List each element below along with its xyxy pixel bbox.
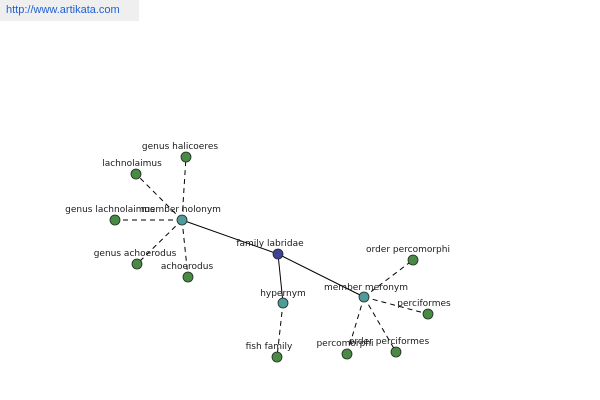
node-label-achoerodus[interactable]: achoerodus — [161, 262, 214, 272]
node-perciformes[interactable] — [422, 308, 434, 320]
node-percomorphi[interactable] — [341, 348, 353, 360]
edge-member-holonym-to-lachnolaimus — [135, 173, 183, 221]
edge-member-meronym-to-perciformes — [363, 296, 429, 315]
node-member-meronym[interactable] — [358, 291, 370, 303]
node-layer — [109, 151, 434, 363]
artikata-url-banner[interactable]: http://www.artikata.com — [0, 0, 139, 21]
node-label-member-holonym[interactable]: member holonym — [141, 205, 221, 215]
node-label-genus-achoerodus[interactable]: genus achoerodus — [94, 249, 177, 259]
node-label-member-meronym[interactable]: member meronym — [324, 283, 408, 293]
node-label-order-percomorphi[interactable]: order percomorphi — [366, 245, 450, 255]
edge-member-holonym-to-achoerodus — [181, 219, 189, 278]
label-layer: family labridae member holonym hypernym mem… — [65, 142, 451, 352]
edge-family-labridae-to-member-holonym — [181, 219, 279, 255]
node-achoerodus[interactable] — [182, 271, 194, 283]
node-genus-achoerodus[interactable] — [131, 258, 143, 270]
node-label-genus-halicoeres[interactable]: genus halicoeres — [142, 142, 218, 152]
artikata-url-link[interactable]: http://www.artikata.com — [6, 4, 120, 16]
edge-member-meronym-to-order-percomorphi — [363, 259, 414, 298]
node-label-order-perciformes[interactable]: order perciformes — [349, 337, 430, 347]
edge-family-labridae-to-member-meronym — [277, 253, 365, 298]
node-label-perciformes[interactable]: perciformes — [397, 299, 451, 309]
node-label-lachnolaimus[interactable]: lachnolaimus — [102, 159, 162, 169]
node-genus-lachnolaimus[interactable] — [109, 214, 121, 226]
node-label-fish-family[interactable]: fish family — [246, 342, 293, 352]
node-hypernym[interactable] — [277, 297, 289, 309]
node-family-labridae[interactable] — [272, 248, 284, 260]
edge-member-holonym-to-genus-achoerodus — [136, 219, 183, 265]
node-member-holonym[interactable] — [176, 214, 188, 226]
edge-member-holonym-to-genus-halicoeres — [181, 156, 187, 221]
node-order-percomorphi[interactable] — [407, 254, 419, 266]
node-lachnolaimus[interactable] — [130, 168, 142, 180]
node-label-hypernym[interactable]: hypernym — [260, 289, 306, 299]
node-label-genus-lachnolaimus[interactable]: genus lachnolaimus — [65, 205, 155, 215]
edge-member-meronym-to-order-perciformes — [363, 296, 397, 353]
edge-family-labridae-to-hypernym — [277, 253, 284, 304]
edge-layer — [115, 156, 429, 358]
node-genus-halicoeres[interactable] — [180, 151, 192, 163]
node-label-percomorphi[interactable]: percomorphi — [316, 339, 373, 349]
edge-hypernym-to-fish-family — [276, 302, 284, 358]
node-label-family-labridae[interactable]: family labridae — [236, 239, 304, 249]
node-fish-family[interactable] — [271, 351, 283, 363]
edge-member-meronym-to-percomorphi — [346, 296, 365, 355]
node-order-perciformes[interactable] — [390, 346, 402, 358]
